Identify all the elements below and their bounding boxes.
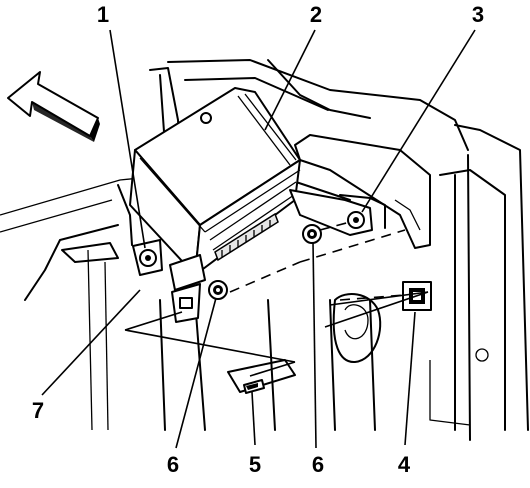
callout-5: 5	[249, 452, 261, 477]
callout-4: 4	[398, 452, 411, 477]
module-housing	[129, 87, 301, 276]
callout-3: 3	[472, 2, 484, 27]
callout-2: 2	[310, 2, 322, 27]
callout-6-left: 6	[167, 452, 179, 477]
mounting-stud	[227, 359, 296, 394]
callout-7: 7	[32, 398, 44, 423]
right-mounting-bracket	[289, 189, 386, 236]
leader-lines	[41, 29, 476, 449]
forward-arrow-icon	[7, 71, 100, 142]
nut-right	[302, 224, 322, 244]
nut-left	[208, 280, 228, 300]
callout-6-right: 6	[312, 452, 324, 477]
vehicle-body-structure	[0, 59, 529, 441]
callout-1: 1	[97, 2, 109, 27]
